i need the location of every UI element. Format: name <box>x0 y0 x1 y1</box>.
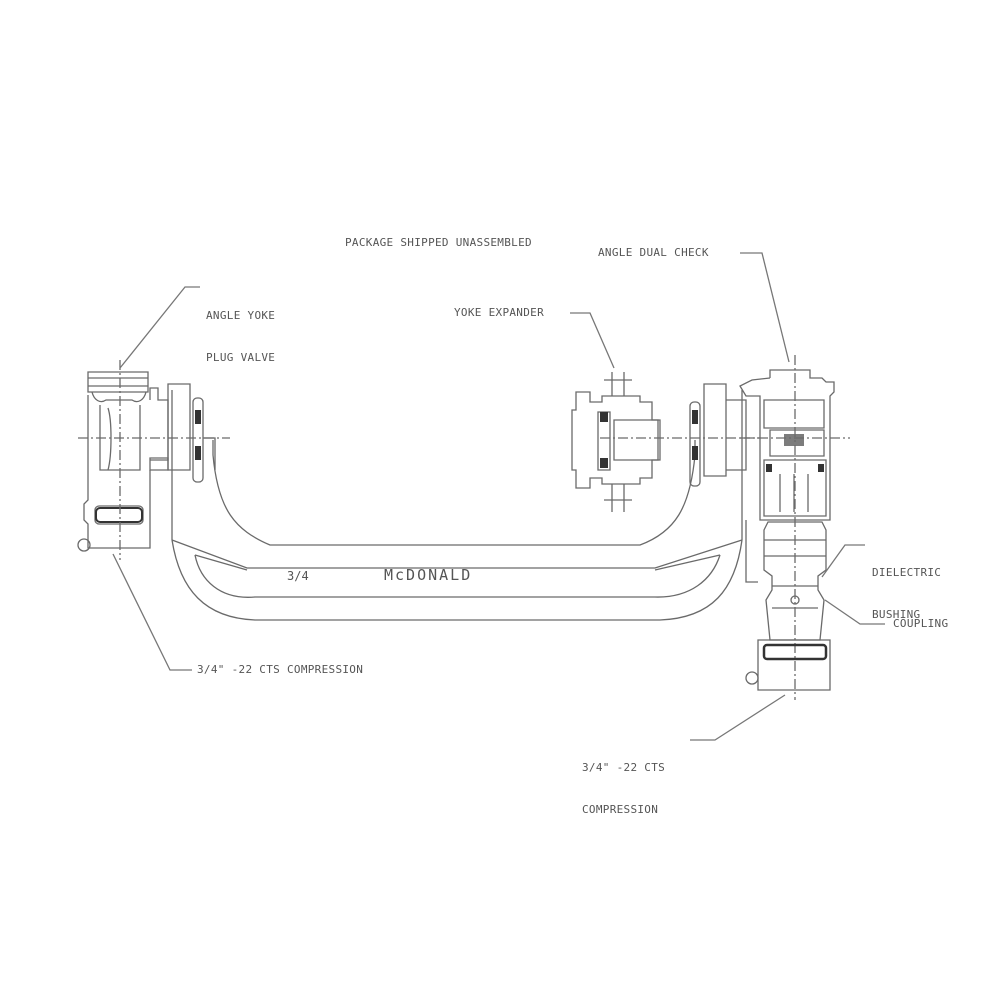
angle-yoke-plug-valve-label: ANGLE YOKE PLUG VALVE <box>206 281 275 379</box>
leader-lines <box>113 253 885 740</box>
outlet-coupling-assembly <box>746 520 830 690</box>
left-yoke-flange <box>168 384 215 482</box>
inlet-compression-label: 3/4" -22 CTS COMPRESSION <box>197 663 364 676</box>
package-note: PACKAGE SHIPPED UNASSEMBLED <box>345 236 532 249</box>
angle-dual-check-label: ANGLE DUAL CHECK <box>598 246 709 259</box>
dielectric-bushing-line1: DIELECTRIC <box>872 566 942 579</box>
angle-yoke-plug-valve <box>78 360 230 560</box>
yoke-expander-label: YOKE EXPANDER <box>454 306 544 319</box>
coupling-label: COUPLING <box>893 617 949 630</box>
angle-yoke-plug-valve-line1: ANGLE YOKE <box>206 309 276 322</box>
outlet-compression-line2: COMPRESSION <box>582 803 659 816</box>
right-yoke-flange <box>690 384 726 486</box>
yoke-size-label: 3/4 <box>287 569 309 583</box>
yoke-bar <box>172 390 742 620</box>
outlet-compression-label: 3/4" -22 CTS COMPRESSION <box>582 733 665 831</box>
dielectric-bushing-line2: BUSHING <box>872 608 921 621</box>
dielectric-bushing-label: DIELECTRIC BUSHING <box>872 538 941 636</box>
angle-dual-check <box>726 355 850 700</box>
yoke-brand-label: McDONALD <box>384 566 473 584</box>
yoke-expander <box>572 372 760 512</box>
outlet-compression-line1: 3/4" -22 CTS <box>582 761 666 774</box>
angle-yoke-plug-valve-line2: PLUG VALVE <box>206 351 276 364</box>
